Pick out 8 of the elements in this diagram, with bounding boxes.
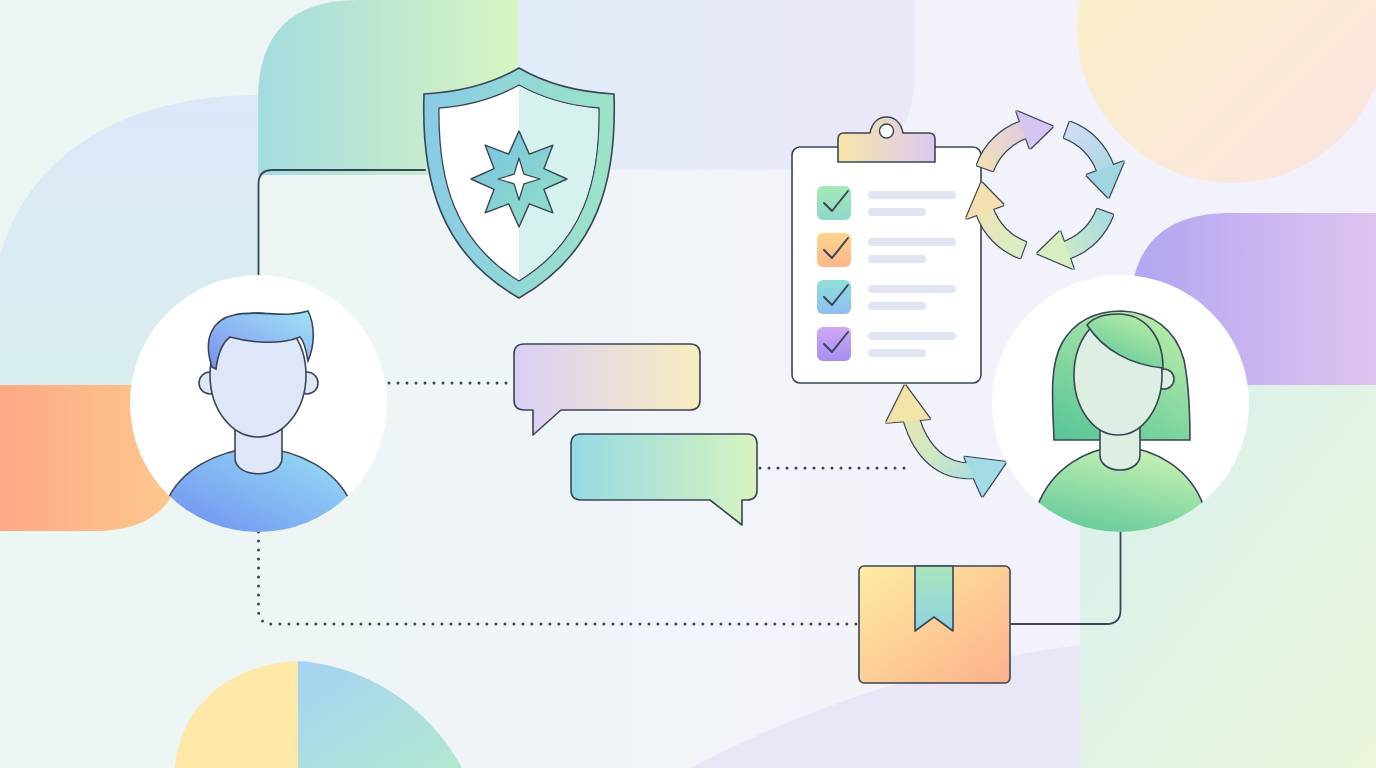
package-box	[858, 565, 1011, 684]
chat-bubble	[513, 343, 701, 436]
shield-icon	[420, 65, 618, 301]
connector-line	[257, 169, 426, 276]
connector-line	[1010, 531, 1122, 625]
dotted-line	[257, 530, 858, 626]
chat-bubble	[570, 433, 758, 526]
double-arrow	[887, 384, 1009, 496]
